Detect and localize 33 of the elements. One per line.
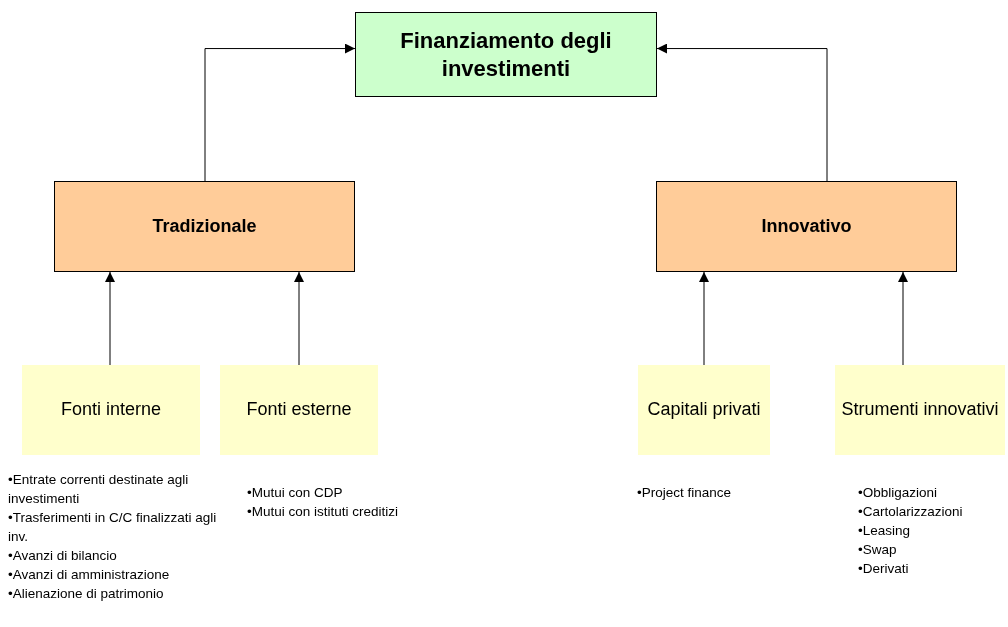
process-box [835, 365, 1005, 455]
bullet-item: •Alienazione di patrimonio [8, 585, 165, 603]
arrow [105, 271, 115, 366]
process-box [638, 365, 770, 455]
process-box [220, 365, 378, 455]
box-label: Finanziamento degli investimenti [399, 27, 613, 82]
process-box [54, 181, 355, 272]
box-label: Tradizionale [152, 216, 257, 237]
bullet-item: •Leasing [858, 522, 912, 540]
arrow [898, 271, 908, 366]
box-label: Fonti interne [60, 399, 162, 421]
bullet-item: •Avanzi di amministrazione [8, 566, 171, 584]
bullet-item: •Project finance [637, 484, 733, 502]
process-box [22, 365, 200, 455]
box-label: Innovativo [761, 216, 852, 237]
box-label: Capitali privati [647, 399, 761, 421]
bullet-item: •Derivati [858, 560, 910, 578]
arrow [294, 271, 304, 366]
bullet-item: •Mutui con istituti creditizi [247, 503, 400, 521]
bullet-item: •Avanzi di bilancio [8, 547, 118, 565]
bullet-item: •Mutui con CDP [247, 484, 344, 502]
bullet-item: •Swap [858, 541, 898, 559]
bullet-item: •Obbligazioni [858, 484, 939, 502]
process-box [656, 181, 957, 272]
process-box [355, 12, 657, 97]
box-label: Fonti esterne [246, 399, 352, 421]
arrow [204, 43, 356, 182]
bullet-item: •Trasferimenti in C/C finalizzati agli inv. [8, 509, 218, 546]
box-label: Strumenti innovativi [841, 399, 999, 421]
bullet-item: •Entrate correnti destinate agli investimenti [8, 471, 190, 508]
arrow [656, 43, 828, 182]
arrow [699, 271, 709, 366]
bullet-item: •Cartolarizzazioni [858, 503, 964, 521]
